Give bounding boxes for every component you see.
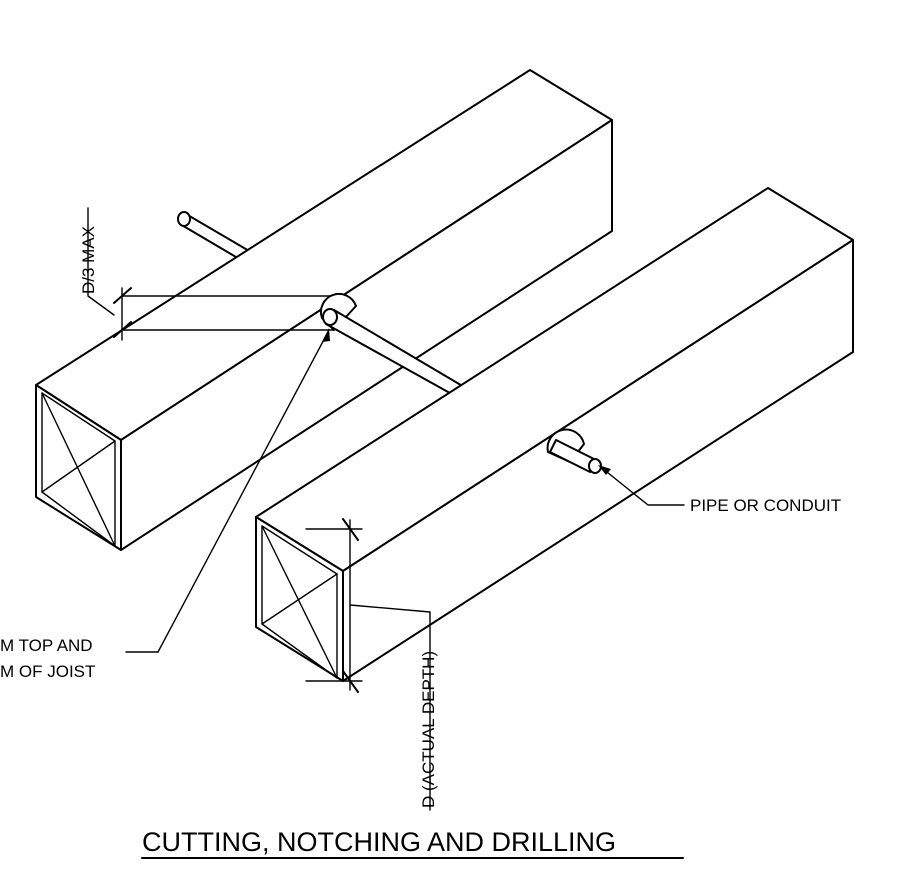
d3-max-dimension: D/3 MAX bbox=[79, 207, 335, 341]
edge-note-line1: M TOP AND bbox=[0, 636, 93, 655]
drilled-pipe bbox=[549, 439, 597, 473]
notched-pipe-front bbox=[322, 308, 477, 403]
diagram-title: CUTTING, NOTCHING AND DRILLING bbox=[141, 827, 684, 859]
actual-depth-dimension: D (ACTUAL DEPTH) bbox=[305, 518, 438, 811]
pipe-conduit-label: PIPE OR CONDUIT bbox=[690, 496, 841, 515]
actual-depth-label: D (ACTUAL DEPTH) bbox=[419, 651, 438, 808]
pipe-conduit-leader: PIPE OR CONDUIT bbox=[598, 465, 841, 515]
joist-right bbox=[255, 187, 854, 682]
edge-note-line2: M OF JOIST bbox=[0, 662, 95, 681]
d3-max-label: D/3 MAX bbox=[79, 226, 98, 294]
edge-note-leader: M TOP AND M OF JOIST bbox=[0, 328, 330, 681]
title-text: CUTTING, NOTCHING AND DRILLING bbox=[142, 827, 616, 857]
